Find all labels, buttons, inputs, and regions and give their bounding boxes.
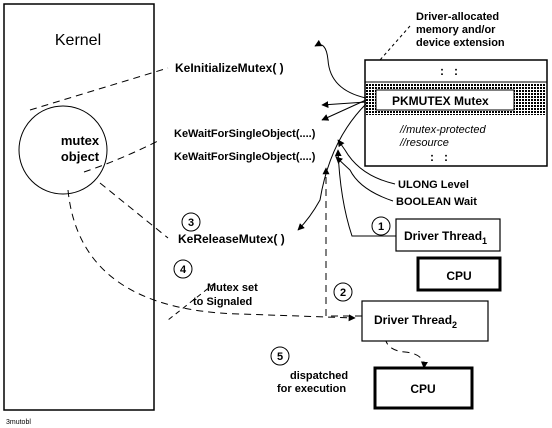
param-ulong-level: ULONG Level [398,179,469,191]
pkmutex-field [375,89,515,111]
thread1-subscript: 1 [482,236,487,246]
memory-dots-top: : : [440,64,458,78]
kernel-box [3,3,155,411]
memory-note-3: device extension [416,37,505,49]
thread1-box [395,218,501,252]
step-2-marker: 2 [333,282,353,302]
step-4-number: 4 [180,264,187,276]
pkmutex-label: PKMUTEX Mutex [392,94,489,108]
connector-wait [83,139,161,173]
arrow-pkmutex-to-release [297,103,367,231]
step-5-number: 5 [277,351,283,363]
arrow-boolean [335,156,394,202]
call-ke-wait-1: KeWaitForSingleObject(....) [174,128,316,140]
thread2-box [361,300,489,342]
mutex-object-label-2: object [61,149,100,164]
arrow-pkmutex-to-init [314,39,367,99]
memory-comment-1: //mutex-protected [399,124,486,136]
cpu2-label: CPU [410,382,435,396]
step4-pointer [167,282,216,321]
call-ke-initialize-mutex: KeInitializeMutex( ) [175,61,284,75]
memory-note-2: memory and/or [416,24,496,36]
connector-signal [67,189,356,322]
step-3-marker: 3 [181,212,201,232]
arrow-pkmutex-to-wait2 [321,101,367,109]
cpu1-label: CPU [446,269,471,283]
step-3-number: 3 [188,217,194,229]
param-boolean-wait: BOOLEAN Wait [396,196,477,208]
step-4-line-1: Mutex set [207,282,258,294]
cpu2-box [373,366,474,410]
step-5-line-2: for execution [277,383,346,395]
arrow-ulong [337,139,396,185]
memory-comment-2: //resource [399,137,449,149]
step-5-line-1: dispatched [290,370,348,382]
call-ke-release-mutex: KeReleaseMutex( ) [178,232,285,246]
arrow-thread2-to-wait [322,167,362,317]
step-4-line-2: to Signaled [193,296,252,308]
cpu1-box [416,256,502,292]
step-4-marker: 4 [173,259,193,279]
step-1-number: 1 [378,221,384,233]
arrow-thread1-to-wait [334,149,396,237]
arrow-pkmutex-to-wait1 [321,99,367,121]
connector-release [99,182,169,239]
step-2-number: 2 [340,287,346,299]
memory-note-pointer [379,25,411,61]
memory-note-1: Driver-allocated [416,11,499,23]
mutex-object-label-1: mutex [61,133,100,148]
step-1-marker: 1 [371,216,391,236]
call-ke-wait-2: KeWaitForSingleObject(....) [174,151,316,163]
step-5-marker: 5 [270,346,290,366]
thread2-subscript: 2 [452,320,457,330]
thread2-label: Driver Thread2 [374,313,457,330]
connector-init [29,67,169,111]
figure-id: 3mutobl [6,419,31,426]
thread1-label: Driver Thread1 [404,229,487,246]
memory-dots-bottom: : : [430,150,448,164]
kernel-title: Kernel [55,32,101,49]
